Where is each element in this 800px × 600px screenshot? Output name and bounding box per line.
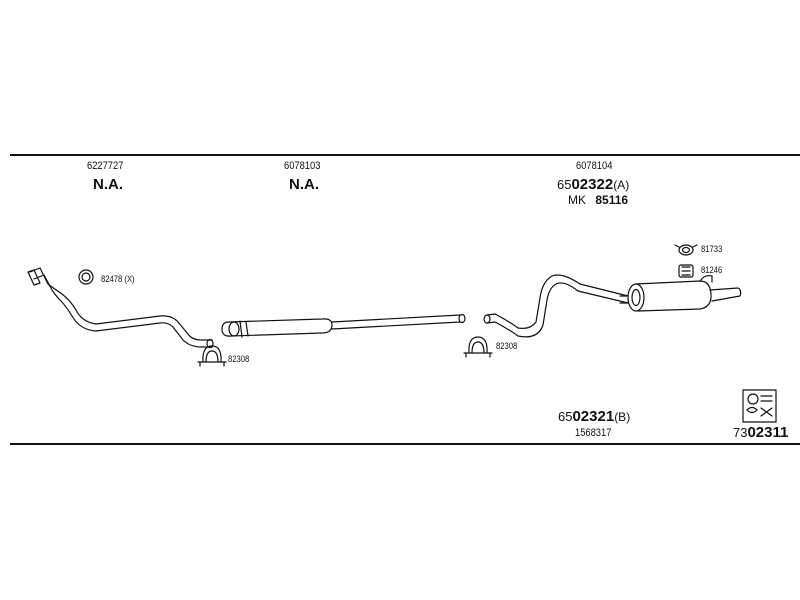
kit-main: 02311: [747, 424, 789, 441]
front-clamp-callout: 82308: [228, 354, 250, 364]
rear-muffler-catalog-main: 02322: [571, 176, 614, 193]
kit-number: 73 02311: [733, 425, 788, 440]
rear-pipe: [483, 274, 629, 338]
rear-muffler: [619, 274, 742, 312]
bottom-catalog-prefix: 65: [558, 409, 573, 424]
front-pipe-status: N.A.: [93, 176, 123, 193]
bottom-ref-number: 1568317: [575, 427, 612, 439]
rear-muffler-catalog-number: 65 02322 (A): [557, 177, 629, 192]
rubber-mount-icon: [678, 264, 694, 278]
gasket-ring-icon: [78, 269, 94, 285]
rear-muffler-catalog-prefix: 65: [557, 177, 572, 192]
kit-symbol-icon: [742, 389, 777, 423]
gasket-callout: 82478 (X): [101, 274, 135, 284]
bottom-divider-line: [10, 443, 800, 445]
hanger-ring-icon: [674, 244, 698, 256]
middle-muffler: [221, 313, 466, 338]
front-pipe-part-number: 6227727: [87, 160, 124, 172]
hanger-ring-callout: 81733: [701, 244, 723, 254]
middle-muffler-status: N.A.: [289, 176, 319, 193]
mk-number: 85116: [595, 193, 629, 207]
front-clamp-icon: [197, 345, 227, 367]
mk-reference: MK 85116: [568, 194, 628, 206]
bottom-catalog-suffix: (B): [614, 410, 631, 424]
mk-label: MK: [568, 193, 586, 207]
kit-prefix: 73: [733, 425, 748, 440]
middle-muffler-part-number: 6078103: [284, 160, 321, 172]
middle-clamp-icon: [463, 336, 493, 358]
rubber-mount-callout: 81246: [701, 265, 723, 275]
top-divider-line: [10, 154, 800, 156]
bottom-catalog-number: 65 02321 (B): [558, 409, 630, 424]
rear-muffler-catalog-suffix: (A): [613, 178, 630, 192]
rear-muffler-ref-number: 6078104: [576, 160, 613, 172]
bottom-catalog-main: 02321: [572, 408, 615, 425]
middle-clamp-callout: 82308: [496, 341, 518, 351]
front-pipe: [27, 267, 214, 349]
